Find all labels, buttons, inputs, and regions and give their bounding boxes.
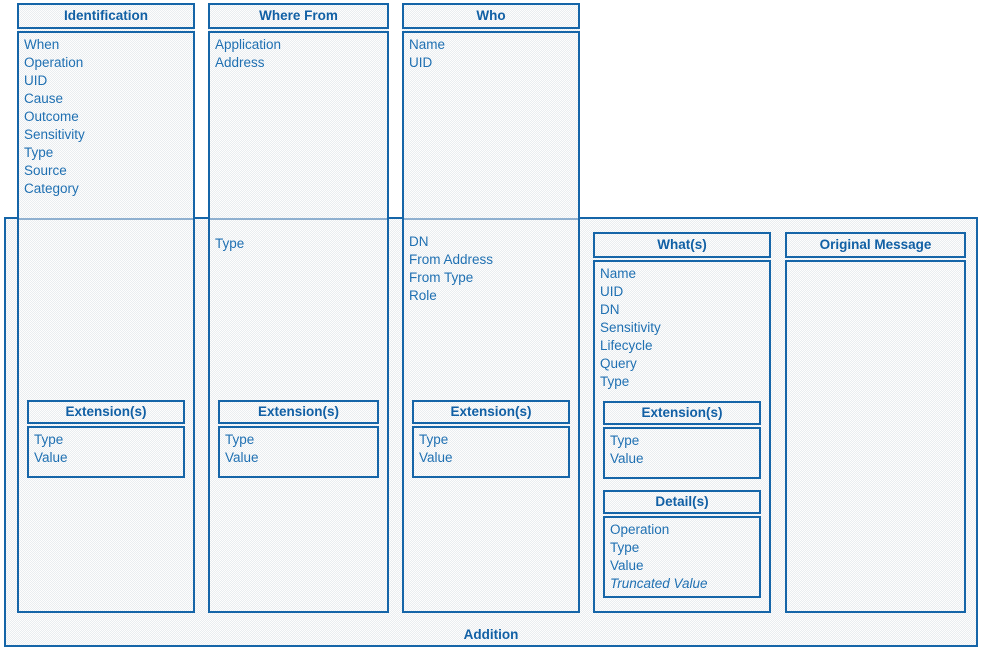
addition-box-title: Addition <box>463 627 519 642</box>
extension-box-title: Extension(s) <box>603 401 761 425</box>
extension-box-body: Type Value <box>603 427 761 479</box>
who-addition-field-list: DN From Address From Type Role <box>404 230 578 305</box>
whats-extension-box: Extension(s) Type Value <box>603 401 761 479</box>
identification-extension-box: Extension(s) Type Value <box>27 400 185 478</box>
original-message-box-body <box>785 260 966 613</box>
field-item: Type <box>215 236 245 251</box>
identification-box-title: Identification <box>17 3 195 29</box>
field-item: Sensitivity <box>600 320 661 335</box>
original-message-box: Original Message <box>785 232 966 613</box>
field-item: Role <box>409 288 437 303</box>
field-item: Category <box>24 181 79 196</box>
field-item: Value <box>419 450 453 465</box>
identification-box: Identification When Operation UID Cause … <box>17 3 195 613</box>
field-item: Type <box>610 433 640 448</box>
field-item: Type <box>610 540 640 555</box>
where-from-box: Where From Application Address Type Exte… <box>208 3 389 613</box>
field-item: Type <box>600 374 630 389</box>
field-item: Address <box>215 55 265 70</box>
who-box-body: Name UID DN From Address From Type Role … <box>402 31 580 613</box>
field-item: From Address <box>409 252 494 267</box>
who-box: Who Name UID DN From Address From Type R… <box>402 3 580 613</box>
field-item: Name <box>409 37 446 52</box>
who-box-title: Who <box>402 3 580 29</box>
field-item: Lifecycle <box>600 338 653 353</box>
field-item-truncated-value: Truncated Value <box>610 576 708 591</box>
field-item: Cause <box>24 91 64 106</box>
field-item: When <box>24 37 60 52</box>
field-item: UID <box>600 284 624 299</box>
field-item: Value <box>225 450 259 465</box>
field-item: Sensitivity <box>24 127 85 142</box>
original-message-box-title: Original Message <box>785 232 966 258</box>
field-item: Query <box>600 356 637 371</box>
field-item: Value <box>610 558 644 573</box>
details-box-body: Operation Type Value Truncated Value <box>603 516 761 598</box>
field-item: DN <box>409 234 429 249</box>
field-item: Outcome <box>24 109 79 124</box>
where-from-extension-box: Extension(s) Type Value <box>218 400 379 478</box>
where-from-box-body: Application Address Type Extension(s) Ty… <box>208 31 389 613</box>
addition-boundary-line <box>19 218 193 220</box>
whats-details-box: Detail(s) Operation Type Value Truncated… <box>603 490 761 598</box>
extension-box-title: Extension(s) <box>218 400 379 424</box>
extension-box-title: Extension(s) <box>27 400 185 424</box>
whats-field-list: Name UID DN Sensitivity Lifecycle Query … <box>595 262 769 391</box>
whats-box-title: What(s) <box>593 232 771 258</box>
details-box-title: Detail(s) <box>603 490 761 514</box>
field-item: DN <box>600 302 620 317</box>
extension-box-body: Type Value <box>27 426 185 478</box>
where-from-field-list: Application Address <box>210 33 387 72</box>
field-item: Source <box>24 163 67 178</box>
field-item: Operation <box>24 55 84 70</box>
field-item: Value <box>34 450 68 465</box>
addition-boundary-line <box>404 218 578 220</box>
extension-box-body: Type Value <box>412 426 570 478</box>
field-item: Application <box>215 37 282 52</box>
field-item: Type <box>419 432 449 447</box>
whats-box-body: Name UID DN Sensitivity Lifecycle Query … <box>593 260 771 613</box>
field-item: Type <box>24 145 54 160</box>
field-item: Name <box>600 266 637 281</box>
who-field-list: Name UID <box>404 33 578 72</box>
field-item: Type <box>225 432 255 447</box>
identification-field-list: When Operation UID Cause Outcome Sensiti… <box>19 33 193 198</box>
field-item: Type <box>34 432 64 447</box>
extension-box-body: Type Value <box>218 426 379 478</box>
addition-boundary-line <box>210 218 387 220</box>
field-item: Value <box>610 451 644 466</box>
whats-box: What(s) Name UID DN Sensitivity Lifecycl… <box>593 232 771 613</box>
where-from-addition-field-list: Type <box>210 232 387 253</box>
who-extension-box: Extension(s) Type Value <box>412 400 570 478</box>
field-item: Operation <box>610 522 670 537</box>
extension-box-title: Extension(s) <box>412 400 570 424</box>
field-item: UID <box>409 55 433 70</box>
identification-box-body: When Operation UID Cause Outcome Sensiti… <box>17 31 195 613</box>
field-item: UID <box>24 73 48 88</box>
where-from-box-title: Where From <box>208 3 389 29</box>
field-item: From Type <box>409 270 474 285</box>
